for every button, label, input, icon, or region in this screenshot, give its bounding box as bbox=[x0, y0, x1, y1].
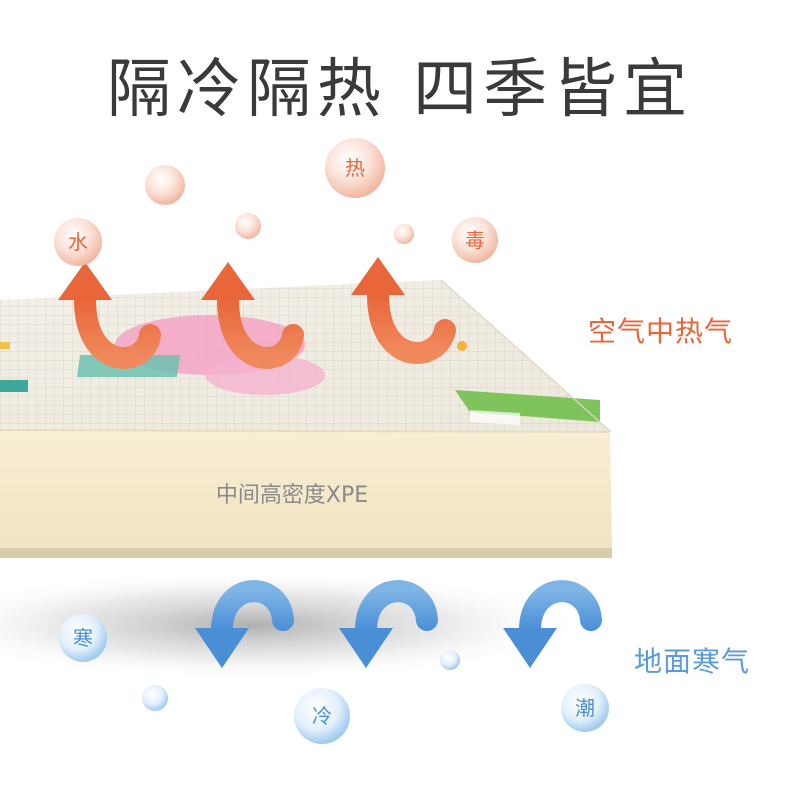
cold-bubble-label-damp: 潮 bbox=[575, 696, 595, 720]
cold-bubble-label-frost: 寒 bbox=[73, 626, 93, 650]
ground-cold-label: 地面寒气 bbox=[634, 645, 751, 678]
mat-print-yellow-left bbox=[0, 342, 10, 349]
warm-bubble-label-water: 水 bbox=[68, 230, 88, 254]
cold-arrow-3 bbox=[503, 580, 602, 668]
cold-bubble-frost bbox=[59, 614, 107, 662]
mat-print-green-2 bbox=[470, 410, 520, 425]
mat-top-surface bbox=[0, 280, 610, 432]
warm-arrow-2 bbox=[201, 262, 304, 369]
warm-bubble-plain-3 bbox=[394, 224, 414, 244]
page-title: 隔冷隔热 四季皆宜 bbox=[106, 53, 694, 127]
cold-bubble-cold bbox=[294, 688, 350, 744]
cold-bubble-damp bbox=[561, 684, 609, 732]
warm-bubble-plain-2 bbox=[235, 213, 261, 239]
cold-arrow-2 bbox=[339, 580, 438, 668]
warm-bubble-water bbox=[54, 218, 102, 266]
cold-bubble-plain-2 bbox=[440, 650, 460, 670]
xpe-foam-layer bbox=[0, 280, 612, 558]
mat-print-teal-left bbox=[0, 380, 28, 392]
warm-arrow-3 bbox=[351, 257, 456, 364]
warm-arrow-1 bbox=[58, 262, 161, 369]
warm-bubble-label-heat: 热 bbox=[345, 156, 365, 180]
cold-arrow-1 bbox=[195, 580, 294, 668]
xpe-layer-label: 中间高密度XPE bbox=[216, 483, 368, 508]
warm-bubble-label-toxin: 毒 bbox=[465, 228, 485, 252]
cold-bubble-plain-1 bbox=[142, 685, 168, 711]
warm-bubble-large-heat bbox=[325, 138, 385, 198]
warm-bubble-plain-1 bbox=[145, 165, 185, 205]
mat-print-yellow bbox=[457, 341, 467, 351]
air-heat-label: 空气中热气 bbox=[588, 315, 734, 348]
mat-print-green bbox=[455, 390, 600, 422]
warm-bubble-toxin bbox=[452, 217, 498, 263]
mat-print-pink-2 bbox=[205, 355, 325, 395]
cold-bubble-label-cold: 冷 bbox=[312, 704, 332, 728]
